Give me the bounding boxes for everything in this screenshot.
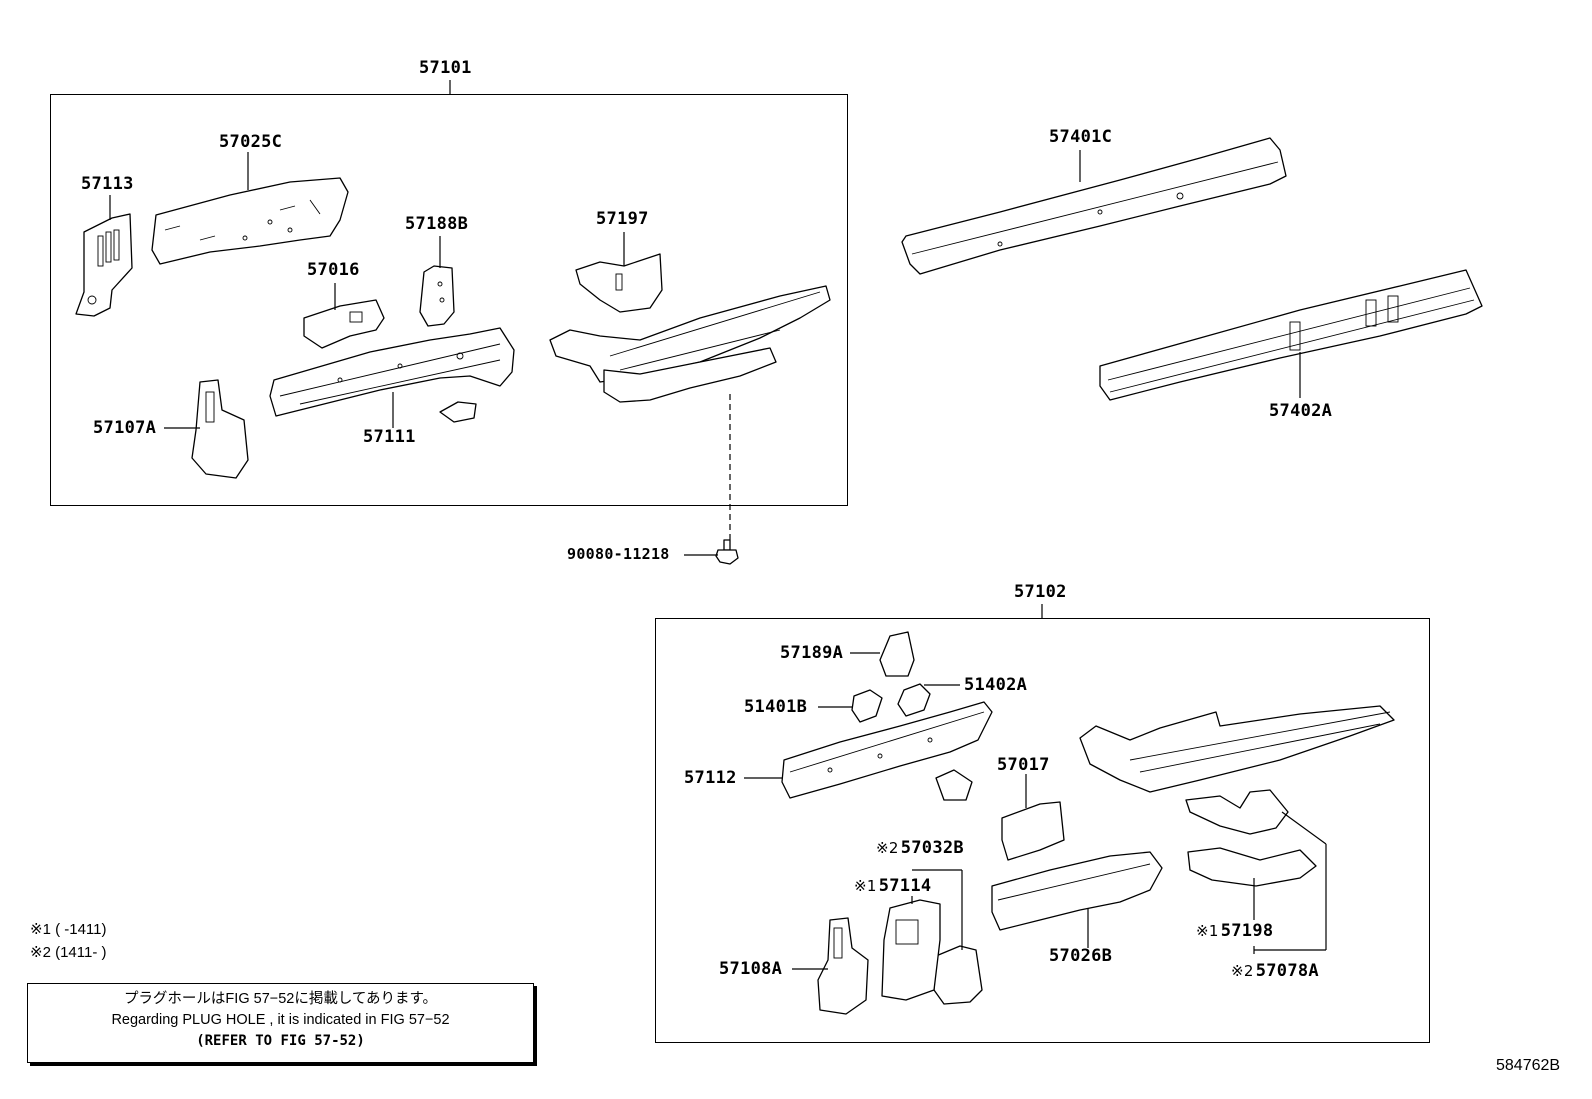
part-number-57032B: 57032B: [900, 838, 964, 858]
part-number-57114: 57114: [878, 876, 932, 896]
part-label-57017[interactable]: 57017: [997, 755, 1050, 775]
part-57189A-drawing: [850, 631, 915, 677]
note-english: Regarding PLUG HOLE , it is indicated in…: [111, 1012, 450, 1028]
part-label-57025C[interactable]: 57025C: [219, 132, 283, 152]
part-51402A-drawing: [897, 683, 960, 717]
applicability-mark-2: ※2: [1231, 962, 1254, 980]
part-57401C-drawing: [901, 137, 1287, 275]
part-label-57107A[interactable]: 57107A: [93, 418, 157, 438]
part-label-57189A[interactable]: 57189A: [780, 643, 844, 663]
part-label-57188B[interactable]: 57188B: [405, 214, 469, 234]
part-57198-drawing: [1187, 847, 1317, 920]
part-label-57016[interactable]: 57016: [307, 260, 360, 280]
plug-hole-note: プラグホールはFIG 57−52に掲載してあります。 Regarding PLU…: [27, 983, 534, 1063]
applicability-mark-1: ※1: [1196, 922, 1219, 940]
part-57016-drawing: [303, 283, 385, 349]
part-51401B-drawing: [818, 689, 883, 723]
part-57188B-drawing: [419, 236, 455, 327]
part-57107A-drawing: [164, 379, 249, 479]
applicability-mark-2: ※2: [876, 839, 899, 857]
part-label-51402A[interactable]: 51402A: [964, 675, 1028, 695]
part-number-57198: 57198: [1220, 921, 1274, 941]
applicability-mark-1: ※1: [854, 877, 877, 895]
part-label-90080-11218[interactable]: 90080-11218: [567, 545, 670, 563]
part-57026B-drawing: [991, 851, 1163, 948]
group-leaders: [449, 80, 1043, 618]
part-number-57078A: 57078A: [1255, 961, 1319, 981]
part-label-57111[interactable]: 57111: [363, 427, 416, 447]
part-57197-drawing: [575, 232, 663, 313]
note-japanese: プラグホールはFIG 57−52に掲載してあります。: [123, 991, 438, 1007]
legend-line-1: ※1 ( -1411): [30, 921, 107, 938]
part-57114-drawing: [881, 896, 941, 1001]
legend-line-2: ※2 (1411- ): [30, 944, 107, 961]
part-side-member-upper-drawing: [549, 285, 831, 540]
part-57032B-drawing: [912, 869, 983, 1005]
assembly-label-57102: 57102: [1014, 582, 1067, 602]
figure-id: 584762B: [1496, 1057, 1561, 1074]
part-57078A-drawing: [1185, 789, 1327, 954]
part-57025C-drawing: [151, 152, 349, 265]
part-label-57026B[interactable]: 57026B: [1049, 946, 1113, 966]
part-label-57108A[interactable]: 57108A: [719, 959, 783, 979]
part-label-57113[interactable]: 57113: [81, 174, 134, 194]
part-57112-drawing: [744, 701, 993, 801]
part-90080-11218-drawing: [684, 539, 739, 565]
part-label-57112[interactable]: 57112: [684, 768, 737, 788]
part-label-57197[interactable]: 57197: [596, 209, 649, 229]
note-refer-link[interactable]: (REFER TO FIG 57-52): [196, 1033, 365, 1049]
part-57113-drawing: [75, 195, 133, 317]
part-label-51401B[interactable]: 51401B: [744, 697, 808, 717]
part-57111-drawing: [269, 327, 515, 428]
assembly-label-57101: 57101: [419, 58, 472, 78]
assembly-57101-box: [50, 94, 848, 506]
part-side-member-lower-drawing: [1079, 705, 1395, 793]
part-57017-drawing: [1001, 774, 1065, 861]
part-57402A-drawing: [1099, 269, 1483, 401]
part-label-57401C[interactable]: 57401C: [1049, 127, 1113, 147]
assembly-57102-box: [655, 618, 1430, 1043]
part-57108A-drawing: [792, 917, 869, 1015]
part-label-57402A[interactable]: 57402A: [1269, 401, 1333, 421]
